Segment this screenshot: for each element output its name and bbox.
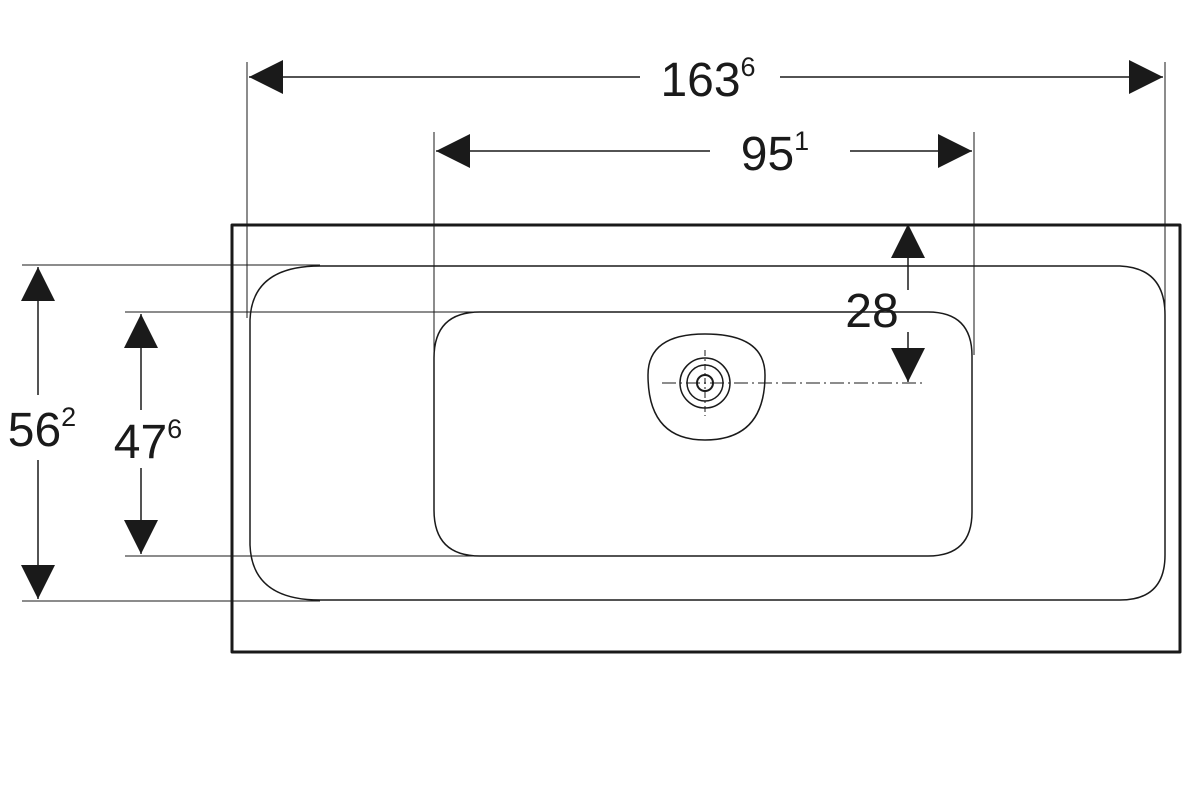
dimension-drain-offset: 28 (845, 224, 925, 382)
dimension-total-depth: 562 (8, 267, 76, 599)
countertop-outline (230, 223, 1182, 654)
dimension-basin-width: 951 (436, 126, 972, 181)
bowl-outline (433, 311, 973, 557)
label-basin-width-sup: 1 (794, 126, 809, 156)
label-basin-depth-sup: 6 (167, 414, 182, 444)
label-basin-width: 951 (741, 126, 809, 181)
label-total-width: 1636 (660, 52, 755, 107)
label-basin-width-main: 95 (741, 128, 794, 181)
label-total-depth-sup: 2 (61, 402, 76, 432)
dimension-total-width: 1636 (249, 52, 1163, 107)
label-total-width-main: 163 (660, 54, 740, 107)
label-total-width-sup: 6 (741, 52, 756, 82)
label-drain-offset-main: 28 (845, 285, 898, 338)
drain-outlet-icon (647, 333, 925, 441)
label-total-depth: 562 (8, 402, 76, 457)
dimension-basin-depth: 476 (114, 314, 182, 554)
basin-rim-outline (249, 265, 1166, 601)
label-basin-depth: 476 (114, 414, 182, 469)
label-drain-offset: 28 (845, 285, 898, 338)
extension-lines (22, 62, 1166, 602)
label-total-depth-main: 56 (8, 404, 61, 457)
label-basin-depth-main: 47 (114, 416, 167, 469)
